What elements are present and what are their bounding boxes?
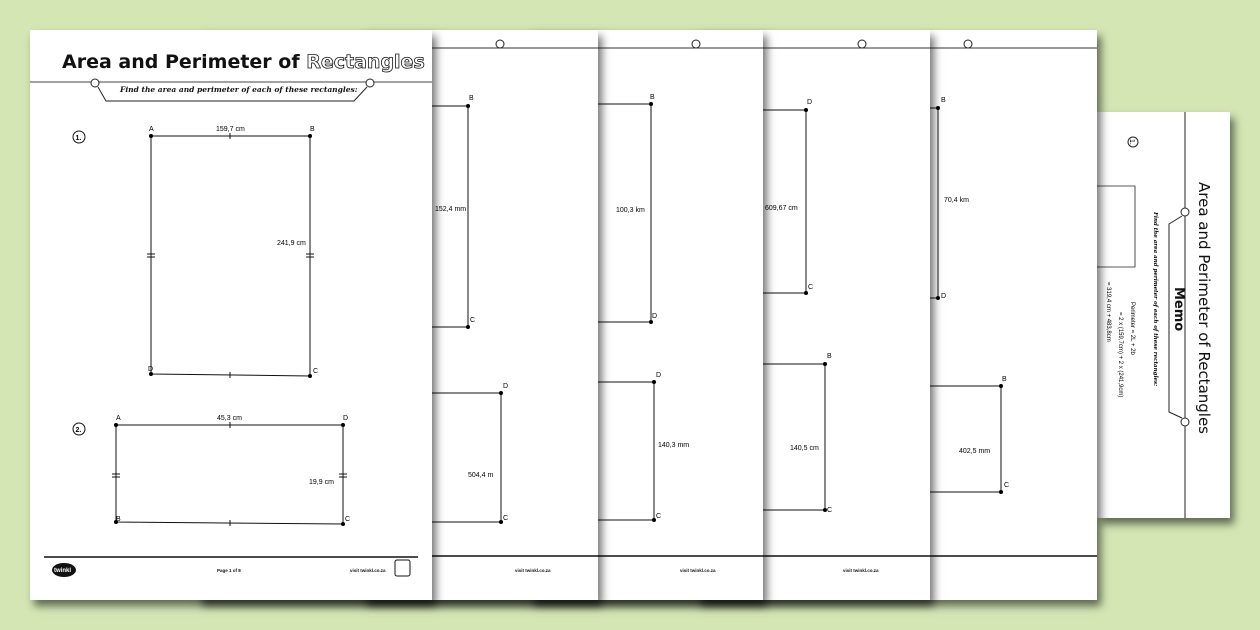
question-number-circle [1127,136,1139,148]
vertex-label: C [313,368,318,375]
footer-site: visit twinkl.co.za [515,568,551,573]
vertex-label: A [149,126,154,133]
vertex-label: B [827,353,832,360]
memo-title: Area and Perimeter of Rectangles [1195,182,1213,434]
width-label: 241,9 cm [277,240,306,247]
twinkl-logo [52,563,76,577]
vertex-label: B [310,126,315,133]
vertex-label: C [808,284,813,291]
vertex-label: C [1004,482,1009,489]
twinkl-logo-text: twinkl [54,568,71,574]
vertex-label: C [503,515,508,522]
side-length-label: 609,67 cm [765,205,798,212]
vertex-label: C [345,516,350,523]
instruction-text: Find the area and perimeter of each of t… [119,85,358,94]
footer-site: visit twinkl.co.za [680,568,716,573]
question-number: 1. [76,135,82,142]
vertex-label: D [343,415,348,422]
question-number: 2. [76,427,82,434]
vertex-label: B [469,95,474,102]
memo-line-2: = 2 x (159,7cm) + 2 x (241,9cm) [1117,312,1123,397]
side-length-label: 504,4 m [468,472,493,479]
side-length-label: 70,4 km [944,197,969,204]
memo-line-1: Perimeter = 2L + 2b [1129,302,1135,355]
side-length-label: 152,4 mm [435,206,466,213]
memo-instruction: Find the area and perimeter of each of t… [1152,211,1158,386]
vertex-label: B [116,516,121,523]
length-label: 159,7 cm [216,126,245,133]
worksheet-title: Area and Perimeter of Rectangles [62,51,425,73]
quality-badge-icon [394,559,411,577]
vertex-label: D [148,366,153,373]
length-label: 45,3 cm [217,415,242,422]
vertex-label: D [503,383,508,390]
vertex-label: C [656,513,661,520]
page-number: Page 1 of 8 [217,568,241,573]
vertex-label: D [652,313,657,320]
vertex-label: D [656,372,661,379]
vertex-label: D [807,99,812,106]
vertex-label: B [650,94,655,101]
memo-subtitle: Memo [1171,287,1186,331]
worksheet-page-1[interactable]: Area and Perimeter of Rectangles Find th… [30,30,432,600]
side-length-label: 140,3 mm [658,442,689,449]
vertex-label: B [941,97,946,104]
vertex-label: B [1002,376,1007,383]
vertex-label: C [827,507,832,514]
footer-site: visit twinkl.co.za [843,568,879,573]
question-number-circle [72,422,86,436]
memo-question-number: 1. [1128,139,1135,145]
vertex-label: A [116,415,121,422]
vertex-label: D [941,293,946,300]
memo-page[interactable]: 1. Area and Perimeter of Rectangles Memo… [1097,112,1230,518]
memo-line-3: = 319,4 cm + 483,8cm [1105,282,1111,342]
footer-site: visit twinkl.co.za [350,568,386,573]
side-length-label: 140,5 cm [790,445,819,452]
question-number-circle [72,130,86,144]
side-length-label: 100,3 km [616,207,645,214]
side-length-label: 402,5 mm [959,448,990,455]
vertex-label: C [470,317,475,324]
width-label: 19,9 cm [309,479,334,486]
